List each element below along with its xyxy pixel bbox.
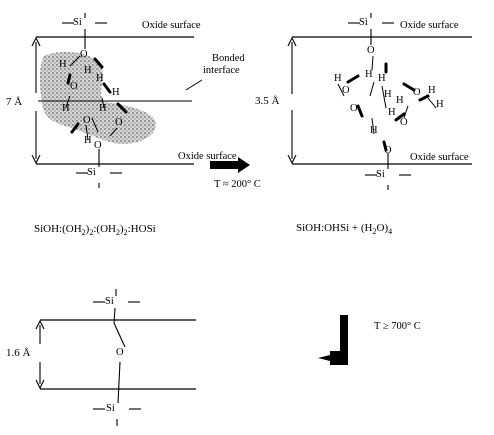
o-atom-p1-c: O — [83, 115, 91, 126]
si-atom-p1-top: Si — [73, 17, 82, 28]
h-atom-p2-f: H — [388, 107, 396, 118]
bottom-oxide-surface-label-2: Oxide surface — [410, 152, 469, 163]
h-atom-p1-b: H — [84, 65, 92, 76]
panel-1-formula: SiOH:(OH2)2:(OH2)2:HOSi — [34, 223, 156, 238]
h-atom-p2-i: H — [370, 125, 378, 136]
interface-leader-line — [185, 79, 203, 91]
o-atom-p2-e: O — [413, 87, 421, 98]
separation-3-5a-label: 3.5 Å — [255, 95, 280, 107]
o-atom-p3: O — [116, 347, 124, 358]
h-atom-p2-g: H — [428, 85, 436, 96]
h-atom-p1-e: H — [62, 103, 70, 114]
o-atom-p2-c: O — [350, 103, 358, 114]
h-atom-p1-d: H — [112, 87, 120, 98]
bottom-oxide-surface-label: Oxide surface — [178, 151, 237, 162]
top-si-group — [62, 13, 107, 49]
h-atom-p2-b: H — [334, 73, 342, 84]
panel-2-partial-bonding — [287, 13, 472, 190]
o-atom-p2-f: O — [384, 145, 392, 156]
h-atom-p2-e: H — [396, 95, 404, 106]
bottom-si-group-2 — [365, 153, 411, 190]
bonded-interface-label-line1: Bonded — [212, 53, 245, 64]
separation-7a-arrow — [31, 36, 41, 165]
top-oxide-surface-label-2: Oxide surface — [400, 20, 459, 31]
o-atom-p1-d: O — [115, 117, 123, 128]
oh-bonds-panel-1 — [65, 55, 118, 141]
h-atom-p1-a: H — [59, 59, 67, 70]
separation-7a-label: 7 Å — [6, 96, 23, 108]
o-atom-p2-d: O — [400, 117, 408, 128]
o-atom-p1-a: O — [80, 49, 88, 60]
transition-2-condition: T ≥ 700° C — [374, 321, 421, 332]
h-atom-p2-d: H — [384, 89, 392, 100]
top-si-group-3 — [93, 289, 140, 348]
bottom-si-group — [76, 149, 122, 188]
separation-1-6a-label: 1.6 Å — [6, 347, 31, 359]
si-atom-p2-bottom: Si — [376, 169, 385, 180]
si-atom-p3-top: Si — [105, 296, 114, 307]
h-atom-p2-h: H — [436, 99, 444, 110]
o-atom-p1-e: O — [94, 140, 102, 151]
o-atom-p2-b: O — [342, 85, 350, 96]
oh-bonds-panel-2 — [337, 55, 437, 135]
h-atom-p1-g: H — [84, 135, 92, 146]
bottom-si-group-3 — [93, 361, 141, 426]
si-atom-p1-bottom: Si — [87, 167, 96, 178]
o-atom-p1-b: O — [70, 81, 78, 92]
si-atom-p2-top: Si — [359, 17, 368, 28]
si-atom-p3-bottom: Si — [106, 403, 115, 414]
hydrogen-bonds-panel-1 — [66, 57, 128, 134]
h-atom-p1-f: H — [99, 103, 107, 114]
o-atom-p2-a: O — [367, 45, 375, 56]
h-atom-p2-c: H — [378, 73, 386, 84]
transition-arrow-2 — [318, 315, 348, 365]
bonded-interface-region — [40, 51, 156, 144]
bonded-interface-label-line2: interface — [203, 65, 240, 76]
panel-2-formula: SiOH:OHSi + (H2O)4 — [296, 222, 393, 237]
panel-3-siloxane-bond — [35, 289, 196, 426]
h-atom-p1-c: H — [96, 73, 104, 84]
transition-arrow-1 — [210, 157, 250, 173]
transition-1-condition: T ≈ 200° C — [214, 179, 261, 190]
top-oxide-surface-label: Oxide surface — [142, 20, 201, 31]
hydrogen-bonds-panel-2 — [346, 62, 430, 152]
panel-1-water-bridged-interface — [31, 13, 203, 188]
separation-1-6a-arrow — [35, 319, 45, 390]
separation-3-5a-arrow — [287, 36, 297, 165]
h-atom-p2-a: H — [365, 69, 373, 80]
top-si-group-2 — [348, 13, 394, 45]
